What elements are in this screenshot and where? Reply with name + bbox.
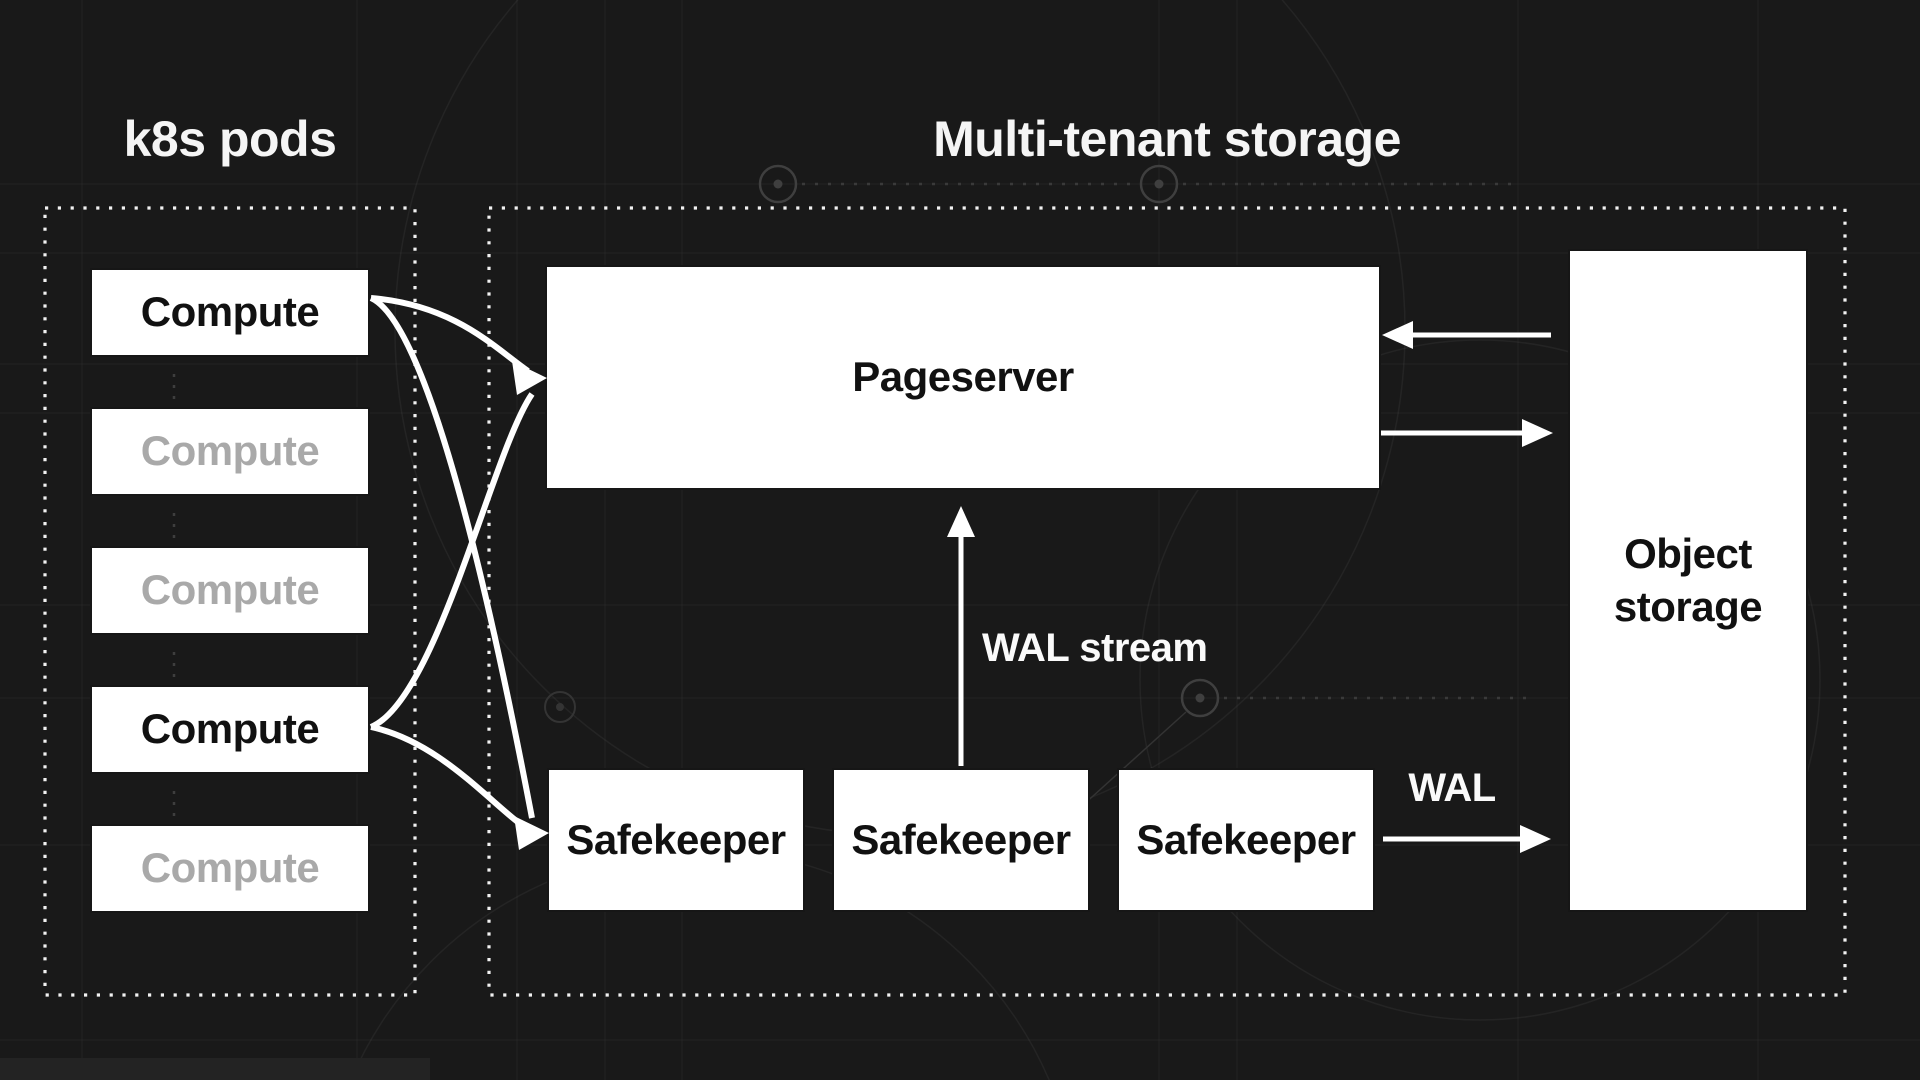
object-storage-label: Object storage	[1613, 530, 1763, 630]
crosshair-ornaments	[544, 164, 1535, 807]
multi-tenant-storage-title: Multi-tenant storage	[933, 111, 1401, 167]
arrowhead-right-into-objectstorage-lower	[1520, 825, 1551, 853]
arrowhead-left-into-pageserver	[1382, 321, 1413, 349]
arrowhead-into-pageserver	[512, 361, 547, 395]
curve-compute1-to-safekeeper	[369, 295, 535, 819]
compute-node-2-label: Compute	[140, 427, 320, 475]
k8s-pods-title: k8s pods	[123, 111, 337, 167]
curve-compute4-to-safekeeper	[370, 724, 532, 834]
safekeeper-2-label: Safekeeper	[851, 815, 1071, 863]
compute-connection-curves	[369, 295, 535, 834]
straight-arrowheads	[947, 321, 1553, 853]
arrowhead-into-safekeeper	[514, 816, 549, 850]
compute-node-5-label: Compute	[140, 844, 320, 892]
safekeeper-1-label: Safekeeper	[566, 815, 786, 863]
curve-compute1-to-pageserver	[370, 295, 530, 374]
safekeeper-3-label: Safekeeper	[1136, 815, 1356, 863]
k8s-pods-dotted-border	[43, 206, 417, 997]
straight-arrow-shafts	[958, 332, 1551, 842]
compute-node-3-label: Compute	[140, 566, 320, 614]
curve-arrowheads	[512, 361, 549, 850]
pageserver-label: Pageserver	[852, 353, 1074, 401]
curve-compute4-to-pageserver	[369, 392, 535, 730]
arrowhead-right-into-objectstorage-upper	[1522, 419, 1553, 447]
compute-node-1-label: Compute	[140, 288, 320, 336]
arrowhead-up-into-pageserver	[947, 506, 975, 537]
wal-stream-label: WAL stream	[982, 626, 1208, 670]
wal-label: WAL	[1408, 766, 1496, 810]
bottom-left-bar	[0, 1058, 430, 1080]
compute-node-4-label: Compute	[140, 705, 320, 753]
